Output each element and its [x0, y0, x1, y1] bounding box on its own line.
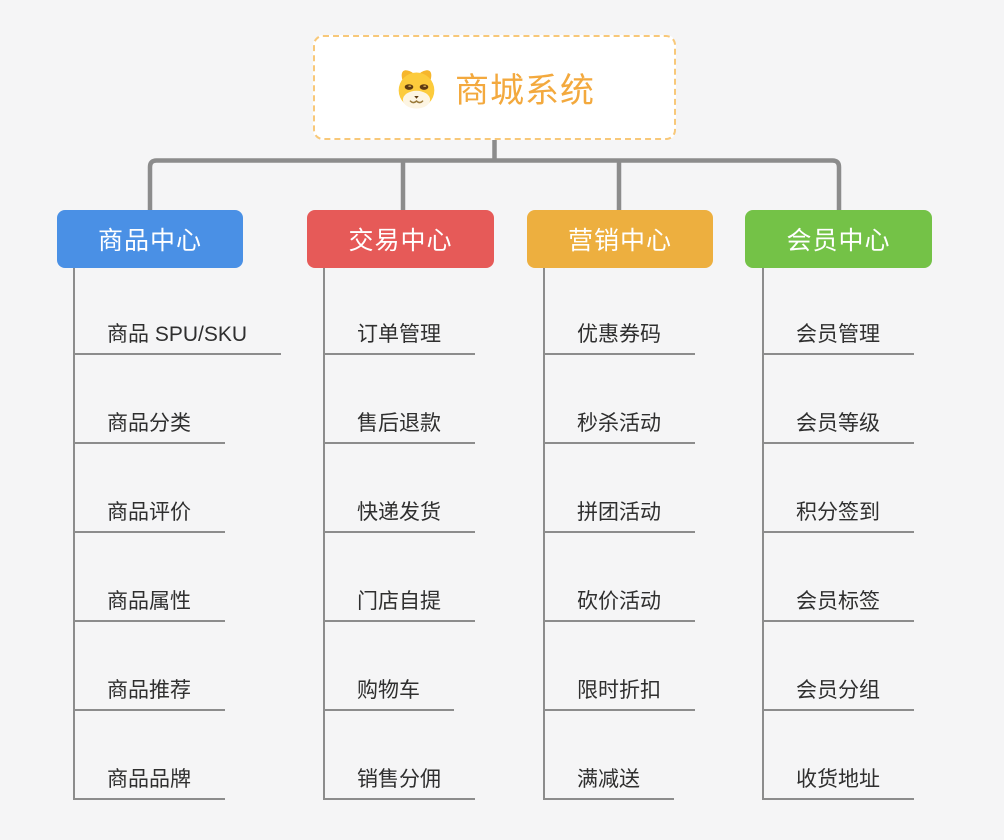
leaf-topic[interactable]: 会员等级	[764, 355, 914, 444]
leaf-topic[interactable]: 订单管理	[325, 268, 475, 355]
branch-children-column-product: 商品 SPU/SKU 商品分类 商品评价 商品属性 商品推荐 商品品牌	[73, 268, 282, 800]
leaf-topic[interactable]: 商品品牌	[75, 711, 225, 800]
leaf-topic[interactable]: 限时折扣	[545, 622, 695, 711]
leaf-topic[interactable]: 销售分佣	[325, 711, 475, 800]
leaf-topic[interactable]: 会员管理	[764, 268, 914, 355]
branch-topic-trade-center[interactable]: 交易中心	[307, 210, 494, 268]
branch-topic-label: 营销中心	[567, 227, 672, 255]
leaf-topic[interactable]: 快递发货	[325, 444, 475, 533]
leaf-topic[interactable]: 秒杀活动	[545, 355, 695, 444]
dog-face-icon	[394, 65, 439, 110]
leaf-topic[interactable]: 商品分类	[75, 355, 225, 444]
branch-children-column-trade: 订单管理 售后退款 快递发货 门店自提 购物车 销售分佣	[323, 268, 475, 800]
leaf-topic[interactable]: 会员标签	[764, 533, 914, 622]
leaf-topic[interactable]: 会员分组	[764, 622, 914, 711]
branch-children-column-marketing: 优惠券码 秒杀活动 拼团活动 砍价活动 限时折扣 满减送	[543, 268, 695, 800]
branch-topic-label: 商品中心	[97, 227, 202, 255]
root-topic[interactable]: 商城系统	[313, 35, 676, 140]
leaf-topic[interactable]: 积分签到	[764, 444, 914, 533]
leaf-topic[interactable]: 购物车	[325, 622, 454, 711]
branch-topic-marketing-center[interactable]: 营销中心	[527, 210, 713, 268]
branch-topic-label: 交易中心	[348, 227, 453, 255]
leaf-topic[interactable]: 砍价活动	[545, 533, 695, 622]
leaf-topic[interactable]: 售后退款	[325, 355, 475, 444]
leaf-topic[interactable]: 门店自提	[325, 533, 475, 622]
leaf-topic[interactable]: 商品评价	[75, 444, 225, 533]
leaf-topic[interactable]: 商品属性	[75, 533, 225, 622]
leaf-topic[interactable]: 满减送	[545, 711, 674, 800]
branch-topic-product-center[interactable]: 商品中心	[57, 210, 243, 268]
leaf-topic[interactable]: 商品 SPU/SKU	[75, 268, 282, 355]
root-topic-label: 商城系统	[455, 72, 595, 110]
leaf-topic[interactable]: 优惠券码	[545, 268, 695, 355]
branch-children-column-member: 会员管理 会员等级 积分签到 会员标签 会员分组 收货地址	[762, 268, 914, 800]
branch-topic-member-center[interactable]: 会员中心	[745, 210, 932, 268]
branch-topic-label: 会员中心	[786, 227, 891, 255]
leaf-topic[interactable]: 拼团活动	[545, 444, 695, 533]
leaf-topic[interactable]: 收货地址	[764, 711, 914, 800]
leaf-topic[interactable]: 商品推荐	[75, 622, 225, 711]
